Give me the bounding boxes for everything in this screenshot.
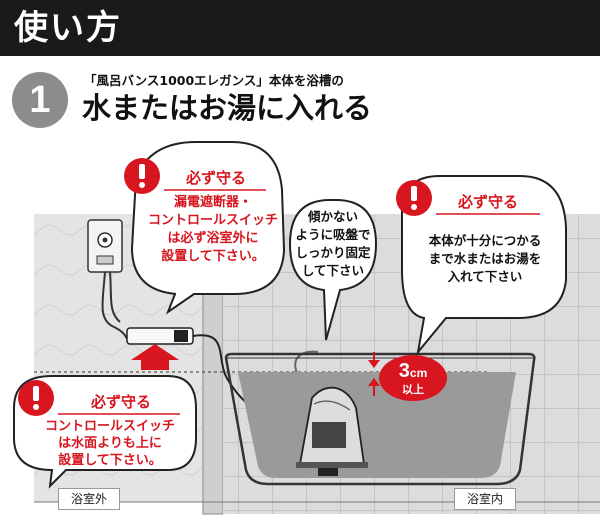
depth-badge-sub: 以上: [402, 383, 424, 396]
step-subtitle: 「風呂バンス1000エレガンス」本体を浴槽の: [84, 73, 344, 88]
callout-suction-bubble: [288, 199, 378, 341]
callout-breaker-title: 必ず守る: [185, 169, 246, 187]
callout-immerse-bubble: [401, 175, 567, 356]
callout-switch-line: は水面よりも上に: [58, 436, 162, 451]
callout-switch-line: 設置して下さい。: [58, 453, 162, 468]
warning-icon: [124, 158, 160, 194]
callout-suction-line: 傾かない: [307, 209, 358, 224]
warning-icon: [396, 180, 432, 216]
depth-badge-bg: [379, 355, 447, 401]
callout-suction-line: しっかり固定: [295, 245, 371, 260]
callout-suction-line: ように吸盤で: [295, 227, 371, 242]
callout-breaker-line: 設置して下さい。: [161, 249, 265, 264]
step-number-badge: 1: [12, 72, 68, 128]
callout-immerse-title: 必ず守る: [457, 193, 518, 211]
depth-arrows-icon: [368, 352, 380, 396]
warning-icon: [18, 380, 54, 416]
callout-switch-title: 必ず守る: [90, 393, 151, 411]
callout-immerse-line: 本体が十分につかる: [428, 233, 542, 248]
page-title: 使い方: [14, 8, 122, 48]
heater-unit-icon: [296, 386, 368, 476]
control-switch-icon: [126, 327, 194, 345]
step-title: 水またはお湯に入れる: [82, 91, 373, 125]
header-bar: 使い方: [0, 0, 600, 56]
callout-breaker-line: コントロールスイッチ: [147, 213, 278, 228]
callout-breaker-bubble: [130, 141, 286, 315]
label-outside: 浴室外: [58, 488, 120, 510]
callout-immerse-line: 入れて下さい: [447, 269, 523, 284]
red-up-arrow-icon: [131, 344, 179, 370]
callout-breaker-line: は必ず浴室外に: [167, 231, 259, 246]
callout-breaker-line: 漏電遮断器・: [173, 195, 252, 210]
label-inside: 浴室内: [454, 488, 516, 510]
depth-badge-value: 3cm: [398, 360, 428, 382]
callout-immerse-line: まで水またはお湯を: [428, 251, 542, 266]
breaker-box-icon: [87, 219, 123, 273]
callout-suction-line: して下さい: [301, 263, 365, 278]
callout-switch-bubble: [13, 375, 197, 489]
callout-switch-line: コントロールスイッチ: [44, 419, 175, 434]
